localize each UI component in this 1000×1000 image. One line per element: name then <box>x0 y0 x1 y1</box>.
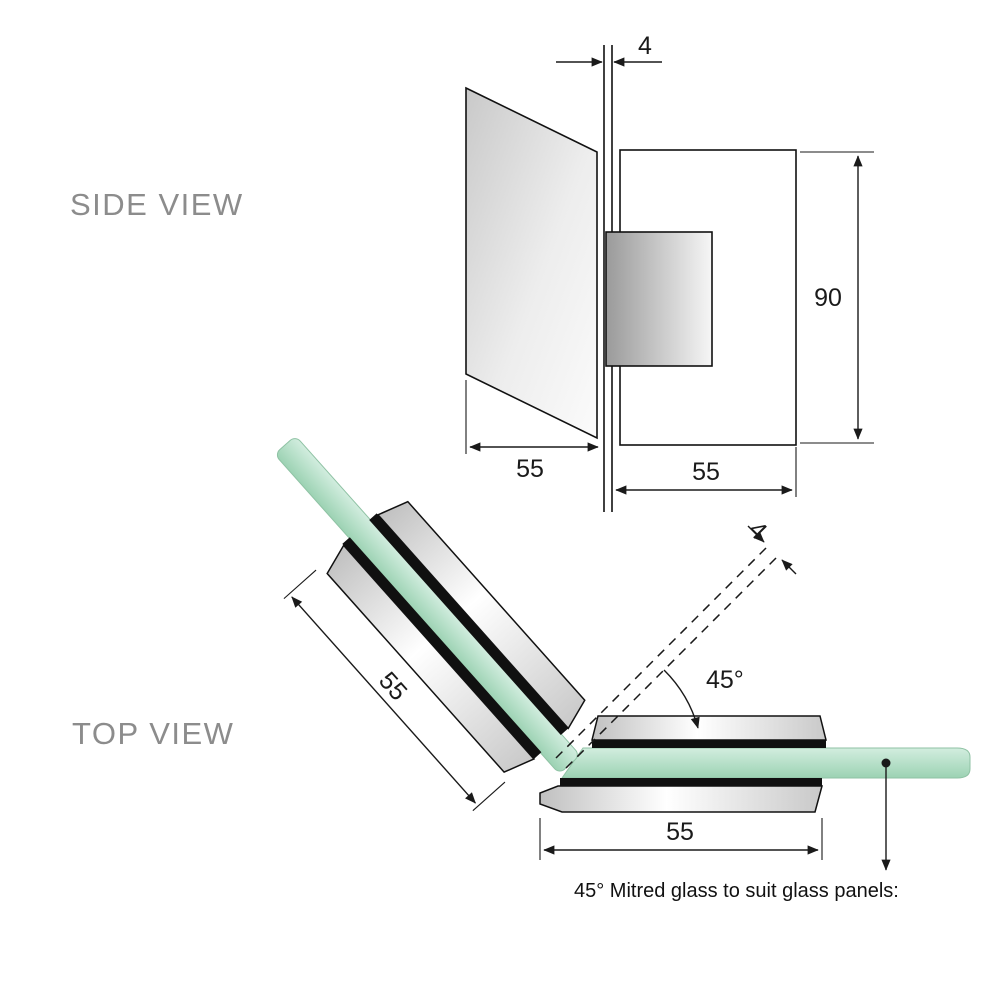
top-view: TOP VIEW 55 4 <box>72 438 971 902</box>
glass-panel-diagonal <box>276 438 578 772</box>
dim-panel-value: 55 <box>516 455 544 483</box>
dim-mitre-arrow-upper <box>747 525 765 543</box>
gasket-horizontal-lower <box>560 778 822 786</box>
top-view-label: TOP VIEW <box>72 716 234 751</box>
side-view-label: SIDE VIEW <box>70 187 244 222</box>
dim-mitre-value: 4 <box>743 516 773 546</box>
dim-height-value: 90 <box>814 284 842 312</box>
diagonal-assembly: 55 <box>276 438 586 812</box>
clamp-plate-horizontal-upper <box>591 715 827 741</box>
dim-mitre-arrow-lower <box>781 559 797 575</box>
clamp-plate-horizontal-lower <box>539 785 823 813</box>
mitre-note: 45° Mitred glass to suit glass panels: <box>574 880 899 902</box>
dim-horiz-value: 55 <box>666 818 694 846</box>
angle-value: 45° <box>706 666 744 694</box>
dim-diag-ext-right <box>472 781 506 812</box>
gasket-horizontal-upper <box>592 740 826 748</box>
dim-diag-line <box>291 596 476 804</box>
glass-panel-side <box>465 86 598 440</box>
hinge-block <box>605 231 713 367</box>
angle-arc <box>663 669 700 729</box>
dim-diag-value: 55 <box>373 667 412 706</box>
mitre-dashed-line-1 <box>555 545 769 759</box>
clamp-plate-diagonal-upper <box>376 500 586 730</box>
dim-bracket-value: 55 <box>692 458 720 486</box>
side-view: SIDE VIEW 4 90 55 55 <box>70 32 874 512</box>
dim-thickness-value: 4 <box>638 32 652 60</box>
glass-panel-horizontal <box>561 747 971 779</box>
mitre-dashed-line-2 <box>565 555 779 769</box>
dim-diag-ext-left <box>283 569 317 600</box>
